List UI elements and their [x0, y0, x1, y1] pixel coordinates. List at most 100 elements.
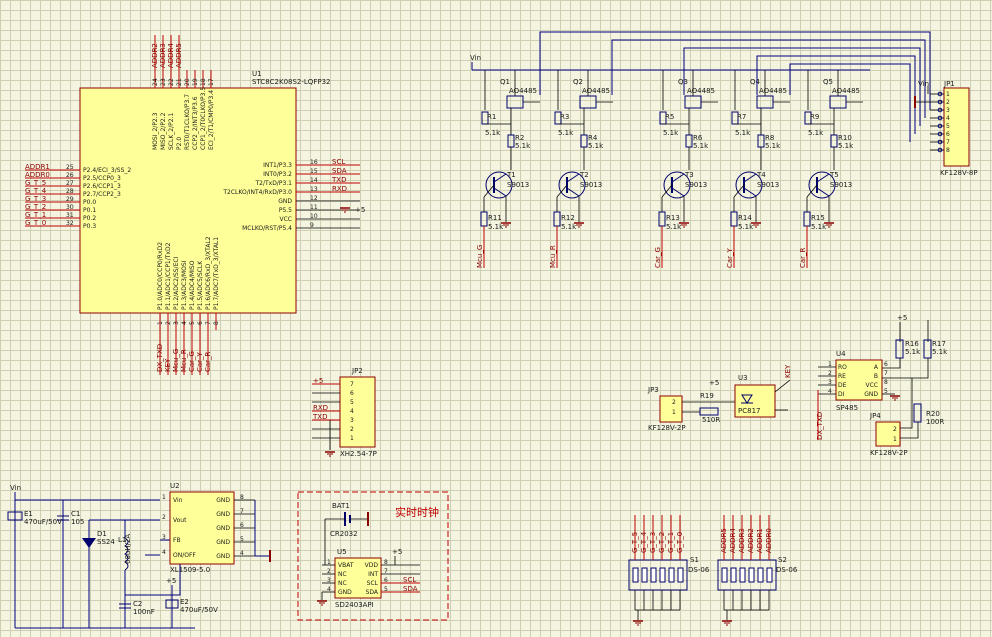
- mcu-top-name: RST0/T1CLKO/P3.7: [184, 94, 191, 150]
- mcu-bottom-name: P1.4/ADC4/MISO: [189, 260, 196, 310]
- u5-body: [334, 557, 382, 599]
- opto-part: PC817: [738, 407, 760, 415]
- gate-resistor-ref: R3: [560, 113, 569, 121]
- dip-switch-lever[interactable]: [677, 567, 684, 583]
- dip-switch-lever[interactable]: [641, 567, 648, 583]
- mcu-top-num: 18: [200, 78, 207, 86]
- mosfet-ref: Q3: [678, 78, 688, 86]
- base-resistor-ref: R12: [561, 214, 575, 222]
- rtc-block[interactable]: 实时时钟 BAT1 CR2032 U5 SD2403API +5 VBAT1NC…: [297, 491, 449, 621]
- u5-right-name: SDA: [366, 589, 379, 596]
- mcu-left-net: G_T_1: [25, 211, 46, 219]
- dip-switch-lever[interactable]: [739, 567, 746, 583]
- rs485-part: SP485: [836, 404, 858, 412]
- base-net: Mcu_R: [549, 245, 557, 268]
- base-resistor-ref: R15: [811, 214, 825, 222]
- mosfet-ref: Q5: [823, 78, 833, 86]
- jp2-pin-net: RXD: [313, 404, 328, 412]
- r19-val: 510R: [702, 416, 720, 424]
- r17-ref: R17: [932, 340, 946, 348]
- dip-switch-lever[interactable]: [748, 567, 755, 583]
- transistor-part: S9013: [685, 181, 707, 189]
- dip-net: G_T_4: [640, 531, 648, 553]
- mcu-top-net: ADDR2: [151, 43, 159, 68]
- r19-body: [699, 407, 719, 416]
- transistor-ref: T1: [506, 171, 516, 179]
- jp3-part: KF128V-2P: [648, 424, 686, 432]
- drain-resistor-val: 5.1k: [765, 142, 781, 150]
- opto-ref: U3: [738, 374, 748, 382]
- base-resistor: [803, 211, 811, 227]
- opto-block[interactable]: JP3 KF128V-2P 2 1 R19 510R +5 U3 PC817 K…: [647, 364, 792, 432]
- dip-switch-lever[interactable]: [668, 567, 675, 583]
- mcu-bottom-net: Car_R: [204, 351, 212, 372]
- rs485-right-name: A: [874, 364, 879, 371]
- dip-net: ADDR3: [738, 528, 746, 553]
- jp2-pin-num: 3: [350, 417, 354, 424]
- regulator-block[interactable]: Vin E1 470uF/50V C1 105 D1 SS24 L1 68uH/…: [7, 482, 271, 629]
- dip-net: ADDR1: [756, 528, 764, 553]
- mosfet-part: AO4485: [687, 87, 715, 95]
- mcu-bottom-net: DX_TXD: [156, 344, 164, 372]
- base-net: Car_G: [654, 247, 662, 268]
- jp2-pin-net: +5: [313, 377, 323, 385]
- u2-left-name: Vin: [173, 497, 183, 504]
- u2-right-name: GND: [216, 553, 230, 560]
- u5-left-num: 4: [327, 586, 331, 593]
- mcu-left-net: G_T_4: [25, 187, 47, 195]
- bat-ref: BAT1: [332, 502, 350, 510]
- gate-resistor-val: 5.1k: [808, 129, 824, 137]
- dip-net: G_T_5: [631, 532, 639, 553]
- dip-switch-lever[interactable]: [659, 567, 666, 583]
- jp4-part: KF128V-2P: [870, 449, 908, 457]
- switch-block[interactable]: Vin Q1AO4485R15.1kR25.1kT1S9013R115.1kMc…: [470, 31, 931, 268]
- base-net: Car_Y: [726, 247, 734, 268]
- mcu-bottom-num: 7: [205, 321, 212, 325]
- u2-left-num: 1: [162, 494, 166, 501]
- rs485-left-num: 4: [828, 388, 832, 395]
- mcu-bottom-net: Car_Y: [196, 351, 204, 372]
- dip-switch-lever[interactable]: [730, 567, 737, 583]
- mcu-top-pins: ADDR224MOSI_2/P2.3ADDR323MISO_2/P2.2ADDR…: [151, 35, 215, 150]
- base-net: Mcu_G: [476, 245, 484, 268]
- mcu-right-num: 13: [310, 186, 318, 193]
- reg-5v: +5: [166, 577, 176, 585]
- jp1-vin: Vin: [918, 80, 929, 88]
- opto-5v: +5: [709, 379, 719, 387]
- u5-right-num: 6: [384, 577, 388, 584]
- opto-key-net: KEY: [784, 364, 792, 378]
- dip-net: G_T_3: [649, 532, 657, 553]
- dip-switch-lever[interactable]: [757, 567, 764, 583]
- transistor-icon: [663, 171, 691, 199]
- mcu-top-name: CCP2_2/INT3/P3.6: [192, 96, 199, 150]
- mcu-top-name: MOSI_2/P2.3: [152, 112, 159, 150]
- mcu-right-name: T2CLKO/INT4/RxD/P3.0: [222, 189, 292, 196]
- jp2-pin-num: 6: [350, 390, 354, 397]
- jp4-body: [875, 421, 901, 447]
- u2-right-num: 7: [240, 508, 244, 515]
- u5-left-name: NC: [338, 580, 347, 587]
- dip-switch-lever[interactable]: [632, 567, 639, 583]
- u5-left-name: VBAT: [338, 562, 354, 569]
- transistor-part: S9013: [757, 181, 779, 189]
- l1-icon: [124, 537, 129, 571]
- u2-right-num: 6: [240, 522, 244, 529]
- mcu-right-name: VCC: [280, 216, 292, 223]
- mcu-left-name: P2.4/ECI_3/SS_2: [83, 167, 131, 174]
- s2-part: DS-06: [776, 566, 798, 574]
- mcu-left-net: ADDR0: [25, 171, 50, 179]
- dip-switch-lever[interactable]: [766, 567, 773, 583]
- dip-switch-lever[interactable]: [650, 567, 657, 583]
- mcu-body: [79, 87, 297, 314]
- r20-body: [913, 403, 922, 423]
- drain-resistor: [757, 134, 765, 148]
- dip-switch-lever[interactable]: [721, 567, 728, 583]
- mcu-bottom-num: 2: [165, 321, 172, 325]
